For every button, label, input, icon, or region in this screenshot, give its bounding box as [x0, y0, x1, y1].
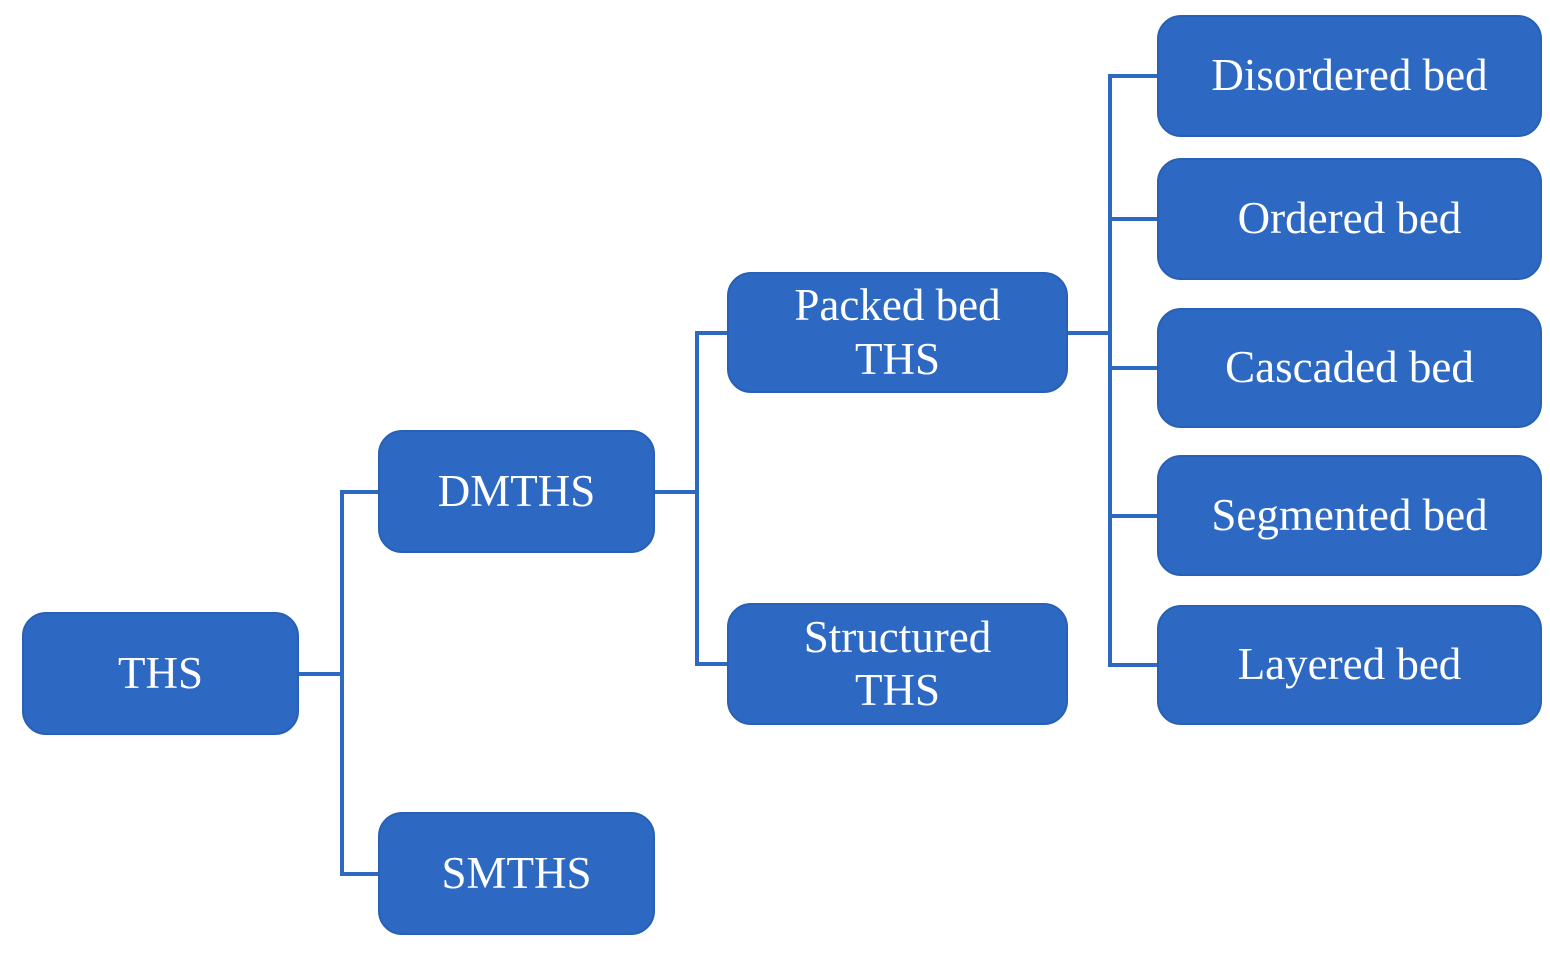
connector-trunk1 [340, 490, 344, 876]
node-dmths-label: DMTHS [437, 465, 596, 516]
node-ordered-bed-label: Ordered bed [1237, 193, 1462, 244]
node-dmths: DMTHS [378, 430, 655, 553]
node-structured-ths-label-line1: Structured [803, 611, 992, 662]
connector-packed-bed-ths-to-trunk3 [1068, 331, 1112, 335]
node-smths: SMTHS [378, 812, 655, 935]
node-disordered-bed: Disordered bed [1157, 15, 1542, 137]
node-structured-ths-label-line2: THS [854, 665, 940, 715]
node-packed-bed-ths-label-line1: Packed bed [794, 280, 1001, 331]
connector-ths-to-trunk1 [299, 672, 342, 676]
node-packed-bed-ths-label-line2: THS [854, 333, 940, 384]
connector-trunk3-to-segmented-bed [1108, 514, 1157, 518]
node-layered-bed-label: Layered bed [1237, 639, 1462, 690]
node-ordered-bed: Ordered bed [1157, 158, 1542, 280]
node-cascaded-bed-label: Cascaded bed [1225, 342, 1474, 393]
connector-trunk3-to-disordered-bed [1108, 74, 1157, 78]
connector-trunk2 [695, 331, 699, 665]
node-layered-bed: Layered bed [1157, 605, 1542, 725]
connector-dmths-to-trunk2 [655, 490, 697, 494]
node-segmented-bed: Segmented bed [1157, 455, 1542, 576]
connector-trunk3-to-layered-bed [1108, 663, 1157, 667]
connector-trunk1-to-dmths [340, 490, 378, 494]
node-smths-label: SMTHS [441, 847, 592, 898]
node-cascaded-bed: Cascaded bed [1157, 308, 1542, 428]
connector-trunk2-to-structured-ths [695, 662, 727, 666]
connector-trunk3-to-ordered-bed [1108, 217, 1157, 221]
node-segmented-bed-label: Segmented bed [1211, 489, 1488, 540]
connector-trunk1-to-smths [340, 872, 378, 876]
connector-trunk2-to-packed-bed-ths [695, 331, 727, 335]
node-disordered-bed-label: Disordered bed [1211, 50, 1488, 101]
node-structured-ths: Structured THS [727, 603, 1068, 725]
node-ths: THS [22, 612, 299, 735]
node-packed-bed-ths: Packed bed THS [727, 272, 1068, 393]
connector-trunk3 [1108, 74, 1112, 667]
node-ths-label: THS [117, 647, 203, 698]
connector-trunk3-to-cascaded-bed [1108, 366, 1157, 370]
